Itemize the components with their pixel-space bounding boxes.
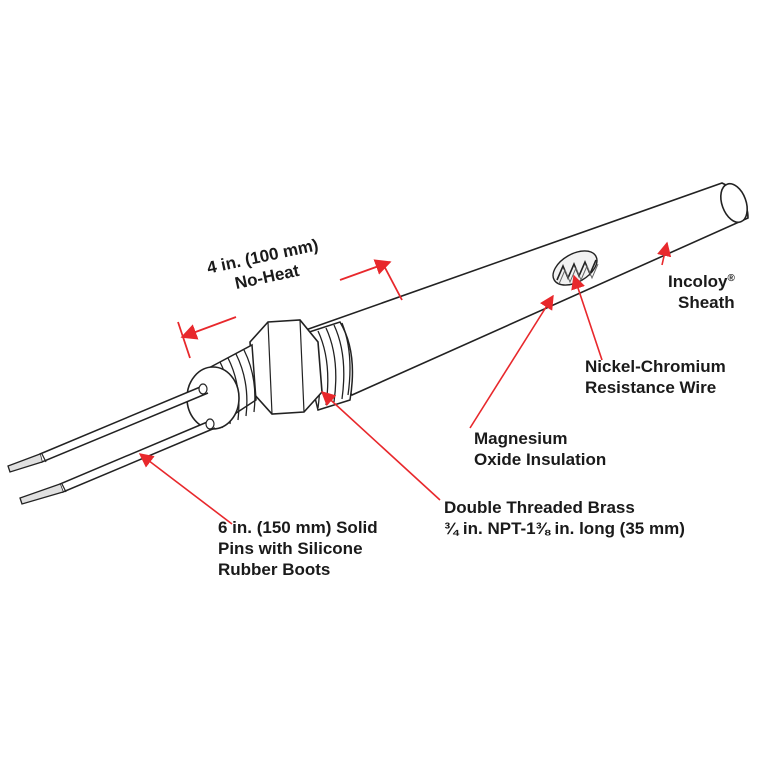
label-pins-line3: Rubber Boots [218, 560, 331, 579]
pin-end-lower [205, 418, 215, 430]
label-resistance-wire: Nickel-Chromium Resistance Wire [585, 356, 726, 398]
leader-insulation [469, 294, 554, 429]
no-heat-dimension [177, 259, 403, 359]
hex-nut [249, 319, 323, 415]
leader-lines [138, 241, 672, 525]
label-insulation-line1: Magnesium [474, 429, 568, 448]
sheath-tip [720, 182, 748, 224]
leader-fitting [320, 391, 441, 501]
label-resistance-wire-line2: Resistance Wire [585, 378, 717, 397]
label-pins: 6 in. (150 mm) Solid Pins with Silicone … [218, 517, 378, 580]
label-sheath-line2: Sheath [678, 293, 735, 312]
label-fitting-line2: ¾ in. NPT-1⅜ in. long (35 mm) [444, 519, 685, 538]
label-sheath-registered: ® [727, 273, 735, 284]
label-insulation-line2: Oxide Insulation [474, 450, 607, 469]
label-insulation: Magnesium Oxide Insulation [474, 428, 606, 470]
label-fitting: Double Threaded Brass ¾ in. NPT-1⅜ in. l… [444, 497, 685, 539]
terminal-pin-upper [7, 384, 209, 473]
label-fitting-line1: Double Threaded Brass [444, 498, 635, 517]
label-sheath: Incoloy® Sheath [668, 268, 735, 313]
leader-resistance-wire [571, 274, 603, 361]
leader-sheath [657, 241, 672, 266]
terminal-pin-lower [19, 419, 216, 505]
label-sheath-line1: Incoloy [668, 272, 728, 291]
label-sheath-line1-wrap: Incoloy® [668, 268, 735, 292]
label-pins-line2: Pins with Silicone [218, 539, 363, 558]
label-resistance-wire-line1: Nickel-Chromium [585, 357, 726, 376]
leader-pins [138, 453, 233, 525]
label-pins-line1: 6 in. (150 mm) Solid [218, 518, 378, 537]
pin-end-upper [198, 383, 208, 395]
